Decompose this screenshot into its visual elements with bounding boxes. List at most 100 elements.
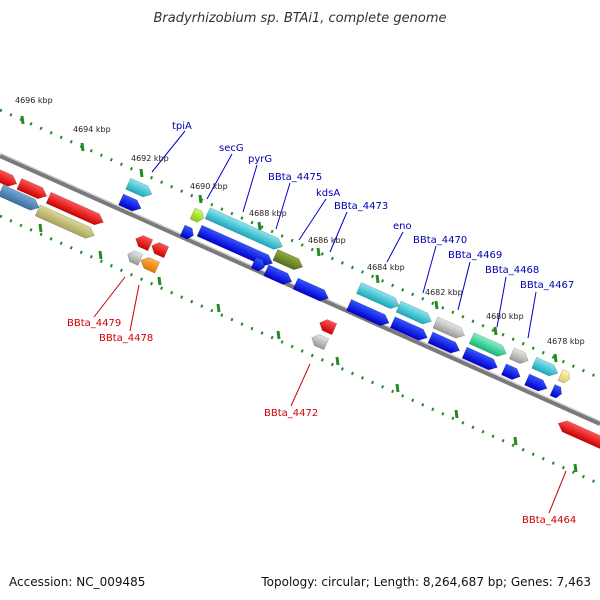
major-tick [316,247,321,257]
kbp-label: 4680 kbp [486,312,524,321]
major-tick [257,221,262,231]
gene-arrow[interactable] [149,240,170,259]
gene-label[interactable]: BBta_4478 [99,333,153,344]
gene-arrow[interactable] [125,177,155,200]
gene-arrow[interactable] [138,255,161,274]
gene-label[interactable]: BBta_4472 [264,408,318,419]
gene-arrow[interactable] [118,193,144,214]
gene-arrow[interactable] [389,316,430,343]
callout-line [93,276,126,318]
gene-arrow[interactable] [204,207,285,252]
kbp-label: 4688 kbp [249,209,287,218]
gene-label[interactable]: BBta_4475 [268,172,322,183]
callout-line [329,211,348,253]
gene-arrow[interactable] [0,184,42,213]
gene-label[interactable]: BBta_4464 [522,515,576,526]
gene-arrow[interactable] [461,346,500,373]
map-title: Bradyrhizobium sp. BTAi1, complete genom… [153,11,446,26]
major-tick [454,409,459,419]
major-tick [553,353,558,363]
gene-arrow[interactable] [317,317,338,336]
kbp-label: 4692 kbp [131,154,169,163]
kbp-label: 4682 kbp [425,288,463,297]
gene-label[interactable]: BBta_4469 [448,250,502,261]
gene-arrow[interactable] [133,233,154,252]
major-tick [375,274,380,284]
gene-label[interactable]: tpiA [172,121,192,132]
gene-label[interactable]: BBta_4467 [520,280,574,291]
topology-text: Topology: circular; Length: 8,264,687 bp… [260,575,591,589]
scale-labels: 4696 kbp 4694 kbp 4692 kbp 4690 kbp 4688… [15,96,585,346]
major-tick [38,223,43,233]
gene-label[interactable]: kdsA [316,188,340,199]
gene-arrow[interactable] [16,178,49,201]
gene-arrow[interactable] [432,316,467,341]
gene-features [0,166,600,451]
major-tick [335,356,340,366]
gene-labels-top: tpiA secG pyrG BBta_4475 kdsA BBta_4473 … [172,121,574,291]
major-tick [395,383,400,393]
gene-arrow[interactable] [309,332,330,351]
callout-line [290,363,311,407]
gene-arrow[interactable] [531,356,561,379]
gene-arrow[interactable] [272,249,305,272]
kbp-label: 4696 kbp [15,96,53,105]
kbp-label: 4686 kbp [308,236,346,245]
gene-arrow[interactable] [427,331,462,356]
gene-arrow[interactable] [556,418,600,451]
gene-arrow[interactable] [189,207,206,224]
major-tick [573,463,578,473]
gene-arrow[interactable] [292,277,331,304]
gene-arrow[interactable] [263,264,294,287]
gene-arrow[interactable] [508,347,530,366]
gene-label[interactable]: pyrG [248,154,272,165]
kbp-label: 4678 kbp [547,337,585,346]
accession-text: Accession: NC_009485 [9,575,145,589]
gene-label[interactable]: BBta_4468 [485,265,539,276]
gene-labels-bottom: BBta_4479 BBta_4478 BBta_4472 BBta_4464 [67,318,576,526]
callout-line [298,198,327,241]
gene-arrow[interactable] [524,373,550,394]
gene-arrow[interactable] [557,369,572,384]
gene-arrow[interactable] [500,363,522,382]
gene-arrow[interactable] [250,256,267,273]
gene-arrow[interactable] [468,332,509,359]
gene-arrow[interactable] [196,224,275,269]
scale-track-inner [0,214,600,486]
gene-arrow[interactable] [0,166,19,189]
gene-label[interactable]: secG [219,143,244,154]
major-tick [20,115,25,125]
gene-arrow[interactable] [34,204,97,241]
gene-label[interactable]: BBta_4479 [67,318,121,329]
callout-line [242,164,258,213]
gene-label[interactable]: BBta_4473 [334,201,388,212]
gene-arrow[interactable] [45,191,106,227]
callout-line [206,153,233,200]
major-tick [513,436,518,446]
major-tick [198,194,203,204]
major-ticks-inner [38,223,578,473]
major-ticks-outer [20,115,558,363]
gene-arrow[interactable] [125,249,144,266]
gene-arrow[interactable] [346,299,391,329]
gene-label[interactable]: eno [393,221,412,232]
major-tick [157,276,162,286]
major-tick [434,300,439,310]
major-tick [139,168,144,178]
gene-arrow[interactable] [179,224,196,241]
gene-label[interactable]: BBta_4470 [413,235,467,246]
callout-line [151,130,186,173]
major-tick [80,142,85,152]
callout-line [527,291,537,339]
scale-track-outer [0,108,600,380]
label-callouts [93,130,567,514]
major-tick [493,326,498,336]
callout-line [275,182,291,230]
gene-arrow[interactable] [356,282,401,312]
callout-line [496,276,507,328]
gene-arrow[interactable] [549,384,564,399]
kbp-label: 4694 kbp [73,125,111,134]
gene-arrow[interactable] [395,300,434,327]
major-tick [98,250,103,260]
